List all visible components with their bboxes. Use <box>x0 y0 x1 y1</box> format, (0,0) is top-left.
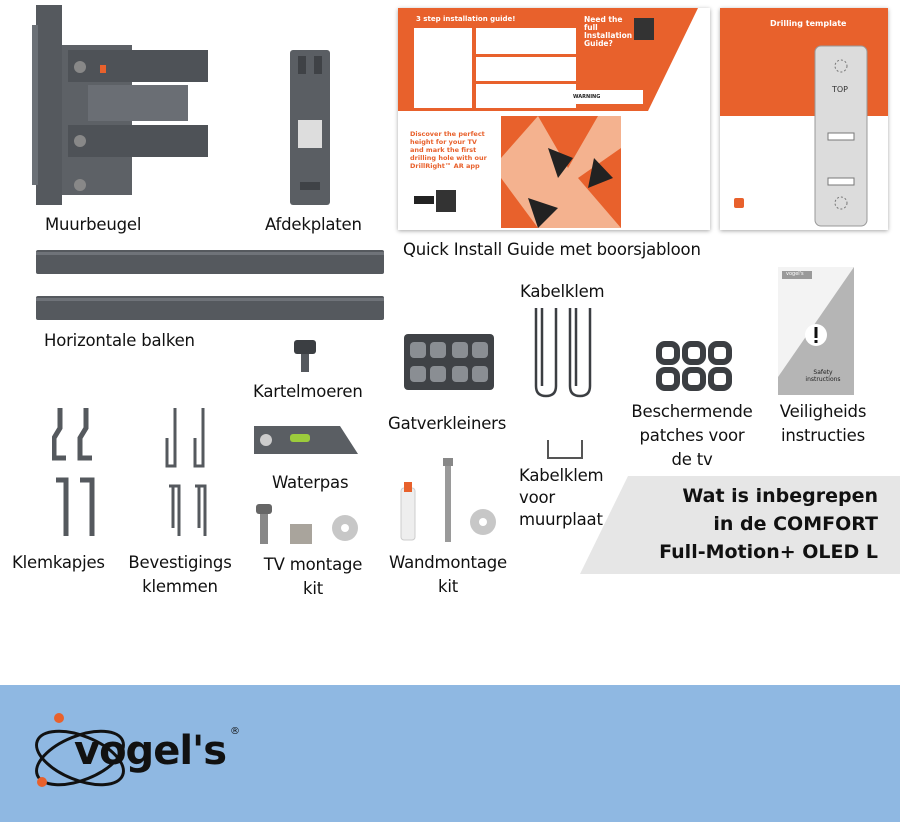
banner-line: Full-Motion+ OLED L <box>659 541 878 563</box>
cover-plates-image <box>288 50 332 205</box>
product-banner-background <box>580 476 900 574</box>
vogels-logo-text: vogel's <box>74 728 227 774</box>
wall-bracket-label: Muurbeugel <box>45 215 142 234</box>
mounting-clamps-label: Bevestigings klemmen <box>120 551 240 599</box>
protective-patches-image <box>655 340 735 392</box>
protective-patches-label: Beschermende patches voor de tv <box>622 400 762 472</box>
safety-label-line: instructies <box>780 426 866 445</box>
spirit-level-label: Waterpas <box>272 473 349 492</box>
hole-reducers-image <box>404 334 494 390</box>
wall-plate-cable-clip-line: muurplaat <box>519 510 603 529</box>
wall-bracket-image <box>28 5 218 210</box>
safety-booklet-brand: vogel's <box>786 271 804 277</box>
safety-booklet-image: vogel's Safety instructions <box>778 267 854 395</box>
mounting-clamps-line: Bevestigings <box>128 553 232 572</box>
wall-plate-cable-clip-image <box>545 438 585 464</box>
guide-heading: 3 step installation guide! <box>416 15 516 23</box>
hole-reducers-label: Gatverkleiners <box>388 414 507 433</box>
wall-plate-cable-clip-label: Kabelklem voor muurplaat <box>519 465 604 531</box>
drilling-template-image: Drilling template TOP <box>720 8 888 230</box>
product-banner-text: Wat is inbegrepen in de COMFORT Full-Mot… <box>659 482 878 566</box>
banner-line: in de COMFORT <box>713 513 878 535</box>
wall-mount-kit-line: kit <box>437 577 458 596</box>
tv-mount-kit-line: TV montage <box>263 555 363 574</box>
tv-mount-kit-line: kit <box>302 579 323 598</box>
tv-mount-kit-label: TV montage kit <box>253 553 373 601</box>
quick-install-guide-image: 3 step installation guide! Need the full… <box>398 8 710 230</box>
protective-patches-line: Beschermende <box>631 402 753 421</box>
cover-plates-label: Afdekplaten <box>265 215 362 234</box>
cable-clip-image <box>530 306 602 398</box>
wall-plate-cable-clip-line: voor <box>519 488 555 507</box>
drilling-template-title: Drilling template <box>770 19 847 28</box>
wall-mount-kit-line: Wandmontage <box>389 553 507 572</box>
guide-need-full: Need the full Installation Guide? <box>584 15 633 48</box>
wall-plate-cable-clip-line: Kabelklem <box>519 466 604 485</box>
protective-patches-line: patches voor <box>639 426 745 445</box>
mounting-clamps-line: klemmen <box>142 577 218 596</box>
guide-warning: WARNING <box>573 94 601 100</box>
drilling-template-top: TOP <box>832 85 849 94</box>
safety-label: Veiligheids instructies <box>763 400 883 448</box>
protective-patches-line: de tv <box>671 450 713 469</box>
clamp-caps-label: Klemkapjes <box>12 553 105 572</box>
tv-mount-kit-image <box>252 504 362 546</box>
safety-booklet-text: Safety instructions <box>805 369 841 383</box>
horizontal-bars-image <box>36 250 386 322</box>
knurled-nuts-label: Kartelmoeren <box>253 382 363 401</box>
registered-mark: ® <box>230 726 240 737</box>
guide-discover-text: Discover the perfect height for your TV … <box>410 130 487 170</box>
footer-bar: vogel's ® <box>0 685 900 822</box>
wall-mount-kit-label: Wandmontage kit <box>388 551 508 599</box>
horizontal-bars-label: Horizontale balken <box>44 331 195 350</box>
cable-clip-label: Kabelklem <box>520 282 605 301</box>
quick-install-label: Quick Install Guide met boorsjabloon <box>403 240 701 259</box>
vogels-logo: vogel's ® <box>30 710 250 800</box>
mounting-clamps-image <box>163 408 213 538</box>
safety-label-line: Veiligheids <box>779 402 867 421</box>
wall-mount-kit-image <box>395 458 505 544</box>
spirit-level-image <box>250 420 360 460</box>
banner-line: Wat is inbegrepen <box>682 485 878 507</box>
clamp-caps-image <box>52 408 102 538</box>
knurled-nut-image <box>292 340 318 374</box>
